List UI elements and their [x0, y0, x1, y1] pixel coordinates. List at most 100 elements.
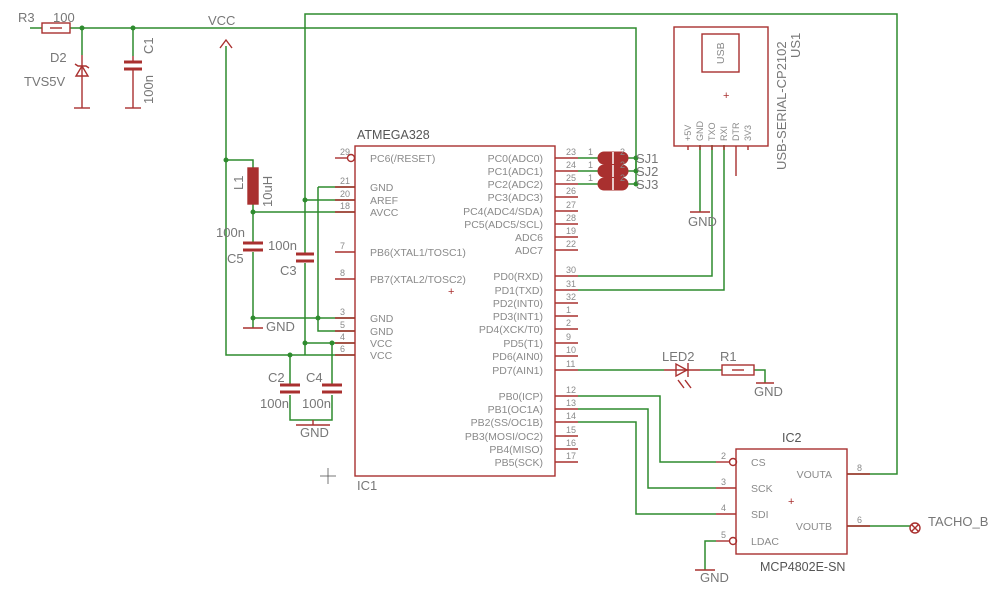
c3-value: 100n [268, 238, 297, 253]
r3-resistor-body [41, 22, 71, 34]
ic1-pin-name: VCC [370, 338, 393, 350]
tacho-label: TACHO_B [928, 514, 988, 529]
ic2-pin-number: 2 [721, 451, 726, 461]
gnd-label-c5: GND [266, 319, 295, 334]
jumper-ref: SJ3 [636, 177, 658, 192]
vcc-label: VCC [208, 13, 235, 28]
junction-dot [302, 340, 308, 346]
ic1-pin-number: 27 [566, 200, 576, 210]
ic1-pin-name: PD2(INT0) [493, 298, 543, 310]
gnd-label-r1: GND [754, 384, 783, 399]
jumper-pin-number: 1 [588, 147, 593, 157]
ic1-pin-name: VCC [370, 350, 393, 362]
jumper-ref: SJ2 [636, 164, 658, 179]
d2-value: TVS5V [24, 74, 66, 89]
junction-dot [302, 197, 308, 203]
sj2-jumper [597, 164, 629, 178]
pb2-sdi-wire [578, 421, 716, 515]
ic1-pin-name: AVCC [370, 207, 399, 219]
ic1-pin-name: PB6(XTAL1/TOSC1) [370, 247, 466, 259]
us1-pin-label: +5V [683, 125, 693, 141]
ic1-pin-number: 25 [566, 173, 576, 183]
ic1-pin-name: ADC7 [515, 245, 543, 257]
ic2-pin-name: LDAC [751, 536, 779, 548]
ic1-body [354, 145, 556, 477]
junction-dot [79, 25, 85, 31]
vouta-feedback-wire [304, 13, 898, 475]
ic1-pin-name: PC4(ADC4/SDA) [463, 206, 543, 218]
ic1-pin-number: 1 [566, 305, 571, 315]
us1-pin-label: DTR [731, 122, 741, 141]
sj3-jumper [597, 177, 629, 191]
ic1-pin-name: PC1(ADC1) [488, 166, 543, 178]
ic1-pin-number: 6 [340, 344, 345, 354]
ic2-pin-name: CS [751, 457, 766, 469]
junction-dot [287, 352, 293, 358]
ic1-pin-name: PB3(MOSI/OC2) [465, 431, 543, 443]
ic1-pin-name: PD1(TXD) [495, 285, 543, 297]
ic1-pin-number: 8 [340, 268, 345, 278]
gnd-label-c2c4: GND [300, 425, 329, 440]
c2-ref: C2 [268, 370, 285, 385]
ic1-right-pins: 23PC0(ADC0)24PC1(ADC1)25PC2(ADC2)26PC3(A… [463, 147, 576, 469]
ic1-left-pins: 29PC6(/RESET)21GND20AREF18AVCC7PB6(XTAL1… [340, 147, 466, 362]
us1-usb-connector [701, 33, 740, 73]
jumper-pin-number: 2 [620, 147, 625, 157]
ic1-pin-number: 29 [340, 147, 350, 157]
junction-dot [250, 315, 256, 321]
ic2-body [735, 448, 848, 555]
ic2-center-mark: + [788, 496, 794, 508]
jumper-ref: SJ1 [636, 151, 658, 166]
r1-ref: R1 [720, 349, 737, 364]
ic1-pin-name: PB2(SS/OC1B) [471, 417, 543, 429]
ic1-pin-number: 13 [566, 398, 576, 408]
rxd-wire [578, 145, 713, 277]
ic1-pin-name: PD4(XCK/T0) [479, 324, 543, 336]
ic2-pin-number: 3 [721, 477, 726, 487]
junction-dot [130, 25, 136, 31]
junctions [79, 25, 639, 358]
ic1-pin-number: 3 [340, 307, 345, 317]
ic1-pin-number: 20 [340, 189, 350, 199]
vcc-l1-wire [226, 159, 254, 168]
us1-pin-label: RXI [719, 126, 729, 141]
ic1-pin-number: 18 [340, 201, 350, 211]
ic1-right-pin-stubs [555, 157, 578, 463]
ic1-pin-number: 15 [566, 425, 576, 435]
ic1-pin-number: 17 [566, 451, 576, 461]
ic2-pin-name: SDI [751, 509, 769, 521]
r3-value: 100 [53, 10, 75, 25]
r1-resistor-body [721, 364, 755, 376]
ic1-pin-name: PD0(RXD) [493, 271, 543, 283]
ic1-pin-number: 24 [566, 160, 576, 170]
us1-usb-label: USB [715, 42, 727, 64]
ic1-pin-name: PD7(AIN1) [492, 365, 543, 377]
r1-gnd-wire [754, 369, 766, 383]
ic2-pin-number: 5 [721, 530, 726, 540]
us1-pin-label: GND [695, 121, 705, 142]
c4-value: 100n [302, 396, 331, 411]
ic1-pin-number: 5 [340, 320, 345, 330]
ic2-ref: IC2 [782, 431, 802, 445]
c2-value: 100n [260, 396, 289, 411]
ic1-pin-number: 26 [566, 186, 576, 196]
vcc-rail-wire [70, 27, 637, 170]
c5-value: 100n [216, 225, 245, 240]
ic1-pin-name: GND [370, 313, 394, 325]
ic1-pin-name: AREF [370, 195, 398, 207]
ic2-pin-name: SCK [751, 483, 773, 495]
junction-dot [633, 181, 639, 187]
tacho-pad-icon [909, 522, 921, 534]
ic1-pin-name: ADC6 [515, 232, 543, 244]
ic1-pin-number: 10 [566, 345, 576, 355]
us1-name: USB-SERIAL-CP2102 [774, 41, 789, 170]
ic1-name: ATMEGA328 [357, 128, 430, 142]
ic1-ref: IC1 [357, 478, 377, 493]
gnd-label-ic2: GND [700, 570, 729, 585]
jumper-pin-number: 2 [620, 173, 625, 183]
ic1-pin-number: 4 [340, 332, 345, 342]
junction-dot [250, 209, 256, 215]
c5-ref: C5 [227, 251, 244, 266]
